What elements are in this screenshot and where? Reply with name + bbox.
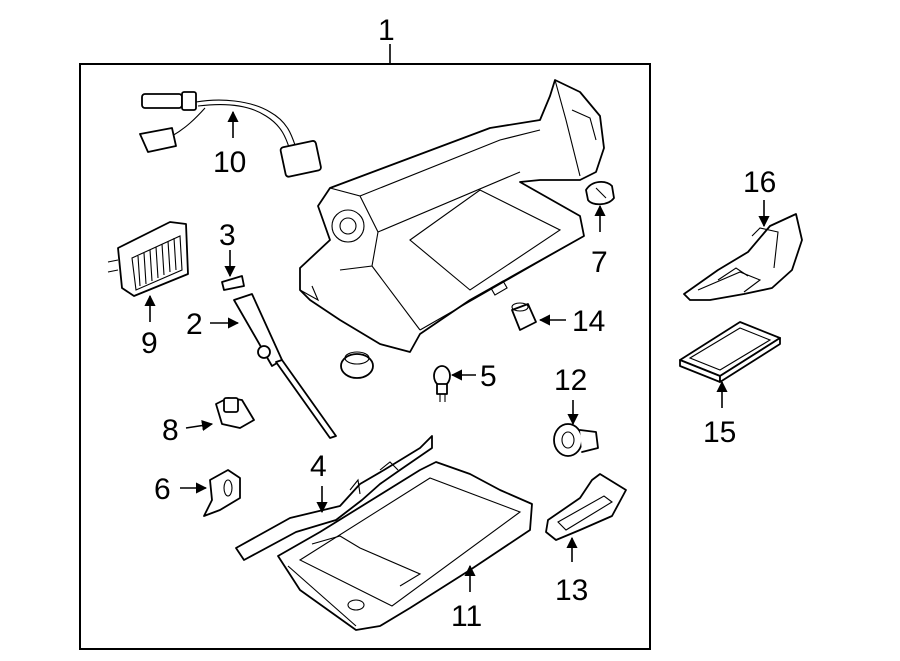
callout-12: 12 (554, 364, 587, 397)
callout-4: 4 (310, 450, 327, 483)
callout-16: 16 (743, 166, 776, 199)
part-7-clip (585, 181, 615, 206)
part-3-clip (221, 275, 245, 291)
callout-7: 7 (591, 246, 608, 279)
part-16-cover (683, 213, 803, 301)
part-1-glove-box-housing (299, 79, 605, 353)
part-10-wiring-harness (139, 91, 322, 178)
callout-13: 13 (555, 574, 588, 607)
callout-5: 5 (480, 360, 497, 393)
callout-11: 11 (451, 600, 482, 633)
part-13-handle (545, 473, 627, 541)
callout-15: 15 (703, 416, 736, 449)
part-12-lock-cylinder (553, 423, 599, 457)
part-4-trim-rail (235, 435, 433, 561)
callout-14: 14 (572, 305, 605, 338)
assembly-frame (79, 63, 651, 650)
part-8-bracket (215, 397, 255, 429)
part-15-mat (679, 321, 781, 383)
damper-part (340, 351, 374, 379)
part-5-bulb (433, 365, 451, 402)
part-11-glove-box-door (277, 461, 533, 631)
callout-1: 1 (378, 14, 395, 47)
part-14-bumper (511, 302, 537, 331)
callout-8: 8 (162, 414, 179, 447)
callout-9: 9 (141, 327, 158, 360)
part-9-vent (107, 221, 189, 297)
callout-6: 6 (154, 473, 171, 506)
arrow-8 (185, 419, 214, 432)
callout-3: 3 (219, 219, 236, 252)
callout-10: 10 (213, 146, 246, 179)
part-6-latch (203, 469, 241, 517)
callout-2: 2 (186, 308, 203, 341)
part-2-strut (233, 293, 337, 439)
